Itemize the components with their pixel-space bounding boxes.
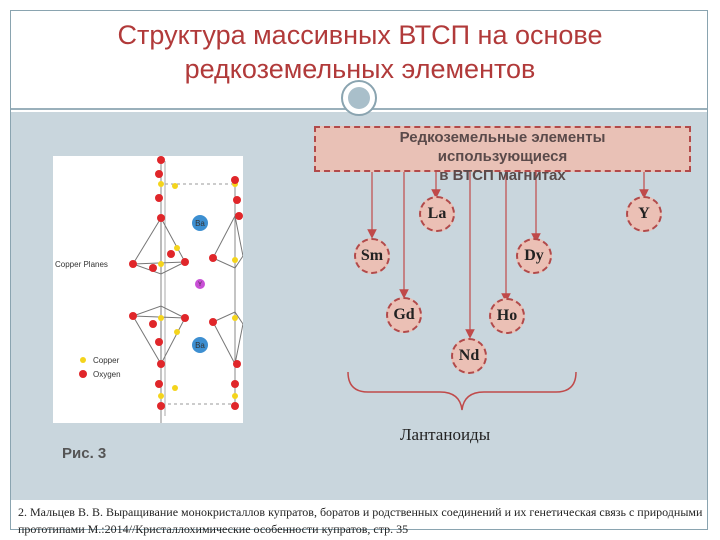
oxygen-atoms	[79, 156, 243, 410]
rare-earth-box: Редкоземельные элементы использующиеся в…	[314, 126, 691, 184]
y-atom	[195, 279, 205, 289]
lanthanoids-bracket	[347, 371, 577, 411]
slide-frame	[10, 10, 708, 530]
slide-title: Структура массивных ВТСП на основе редко…	[117, 20, 603, 84]
y-atom-label: Y	[198, 282, 202, 288]
decorative-circle	[341, 80, 377, 116]
lanthanoids-label: Лантаноиды	[400, 425, 491, 444]
crystal-structure-svg: Ba Ba Y Copper Planes Copper Oxygen	[55, 156, 244, 423]
element-gd: Gd	[386, 297, 422, 333]
element-la: La	[419, 196, 455, 232]
element-y: Y	[626, 196, 662, 232]
element-sm: Sm	[354, 238, 390, 274]
rare-earth-line2: использующиеся	[437, 148, 568, 165]
reference-text: 2. Мальцев В. В. Выращивание монокристал…	[18, 505, 703, 536]
element-ho: Ho	[489, 298, 525, 334]
crystal-structure-image: Ba Ba Y Copper Planes Copper Oxygen	[53, 156, 244, 423]
ba-label-top: Ba	[195, 219, 205, 228]
element-dy: Dy	[516, 238, 552, 274]
rare-earth-line1: Редкоземельные элементы	[399, 129, 606, 146]
element-nd: Nd	[451, 338, 487, 374]
legend-copper-label: Copper	[93, 356, 120, 365]
rare-earth-line3: в ВТСП магнитах	[439, 167, 566, 184]
copper-planes-label: Copper Planes	[55, 260, 108, 269]
ba-label-bottom: Ba	[195, 341, 205, 350]
ba-atom-top	[192, 215, 208, 231]
ba-atom-bottom	[192, 337, 208, 353]
figure-caption: Рис. 3	[62, 445, 107, 462]
connector-lines	[367, 172, 649, 339]
legend-oxygen-label: Oxygen	[93, 370, 121, 379]
